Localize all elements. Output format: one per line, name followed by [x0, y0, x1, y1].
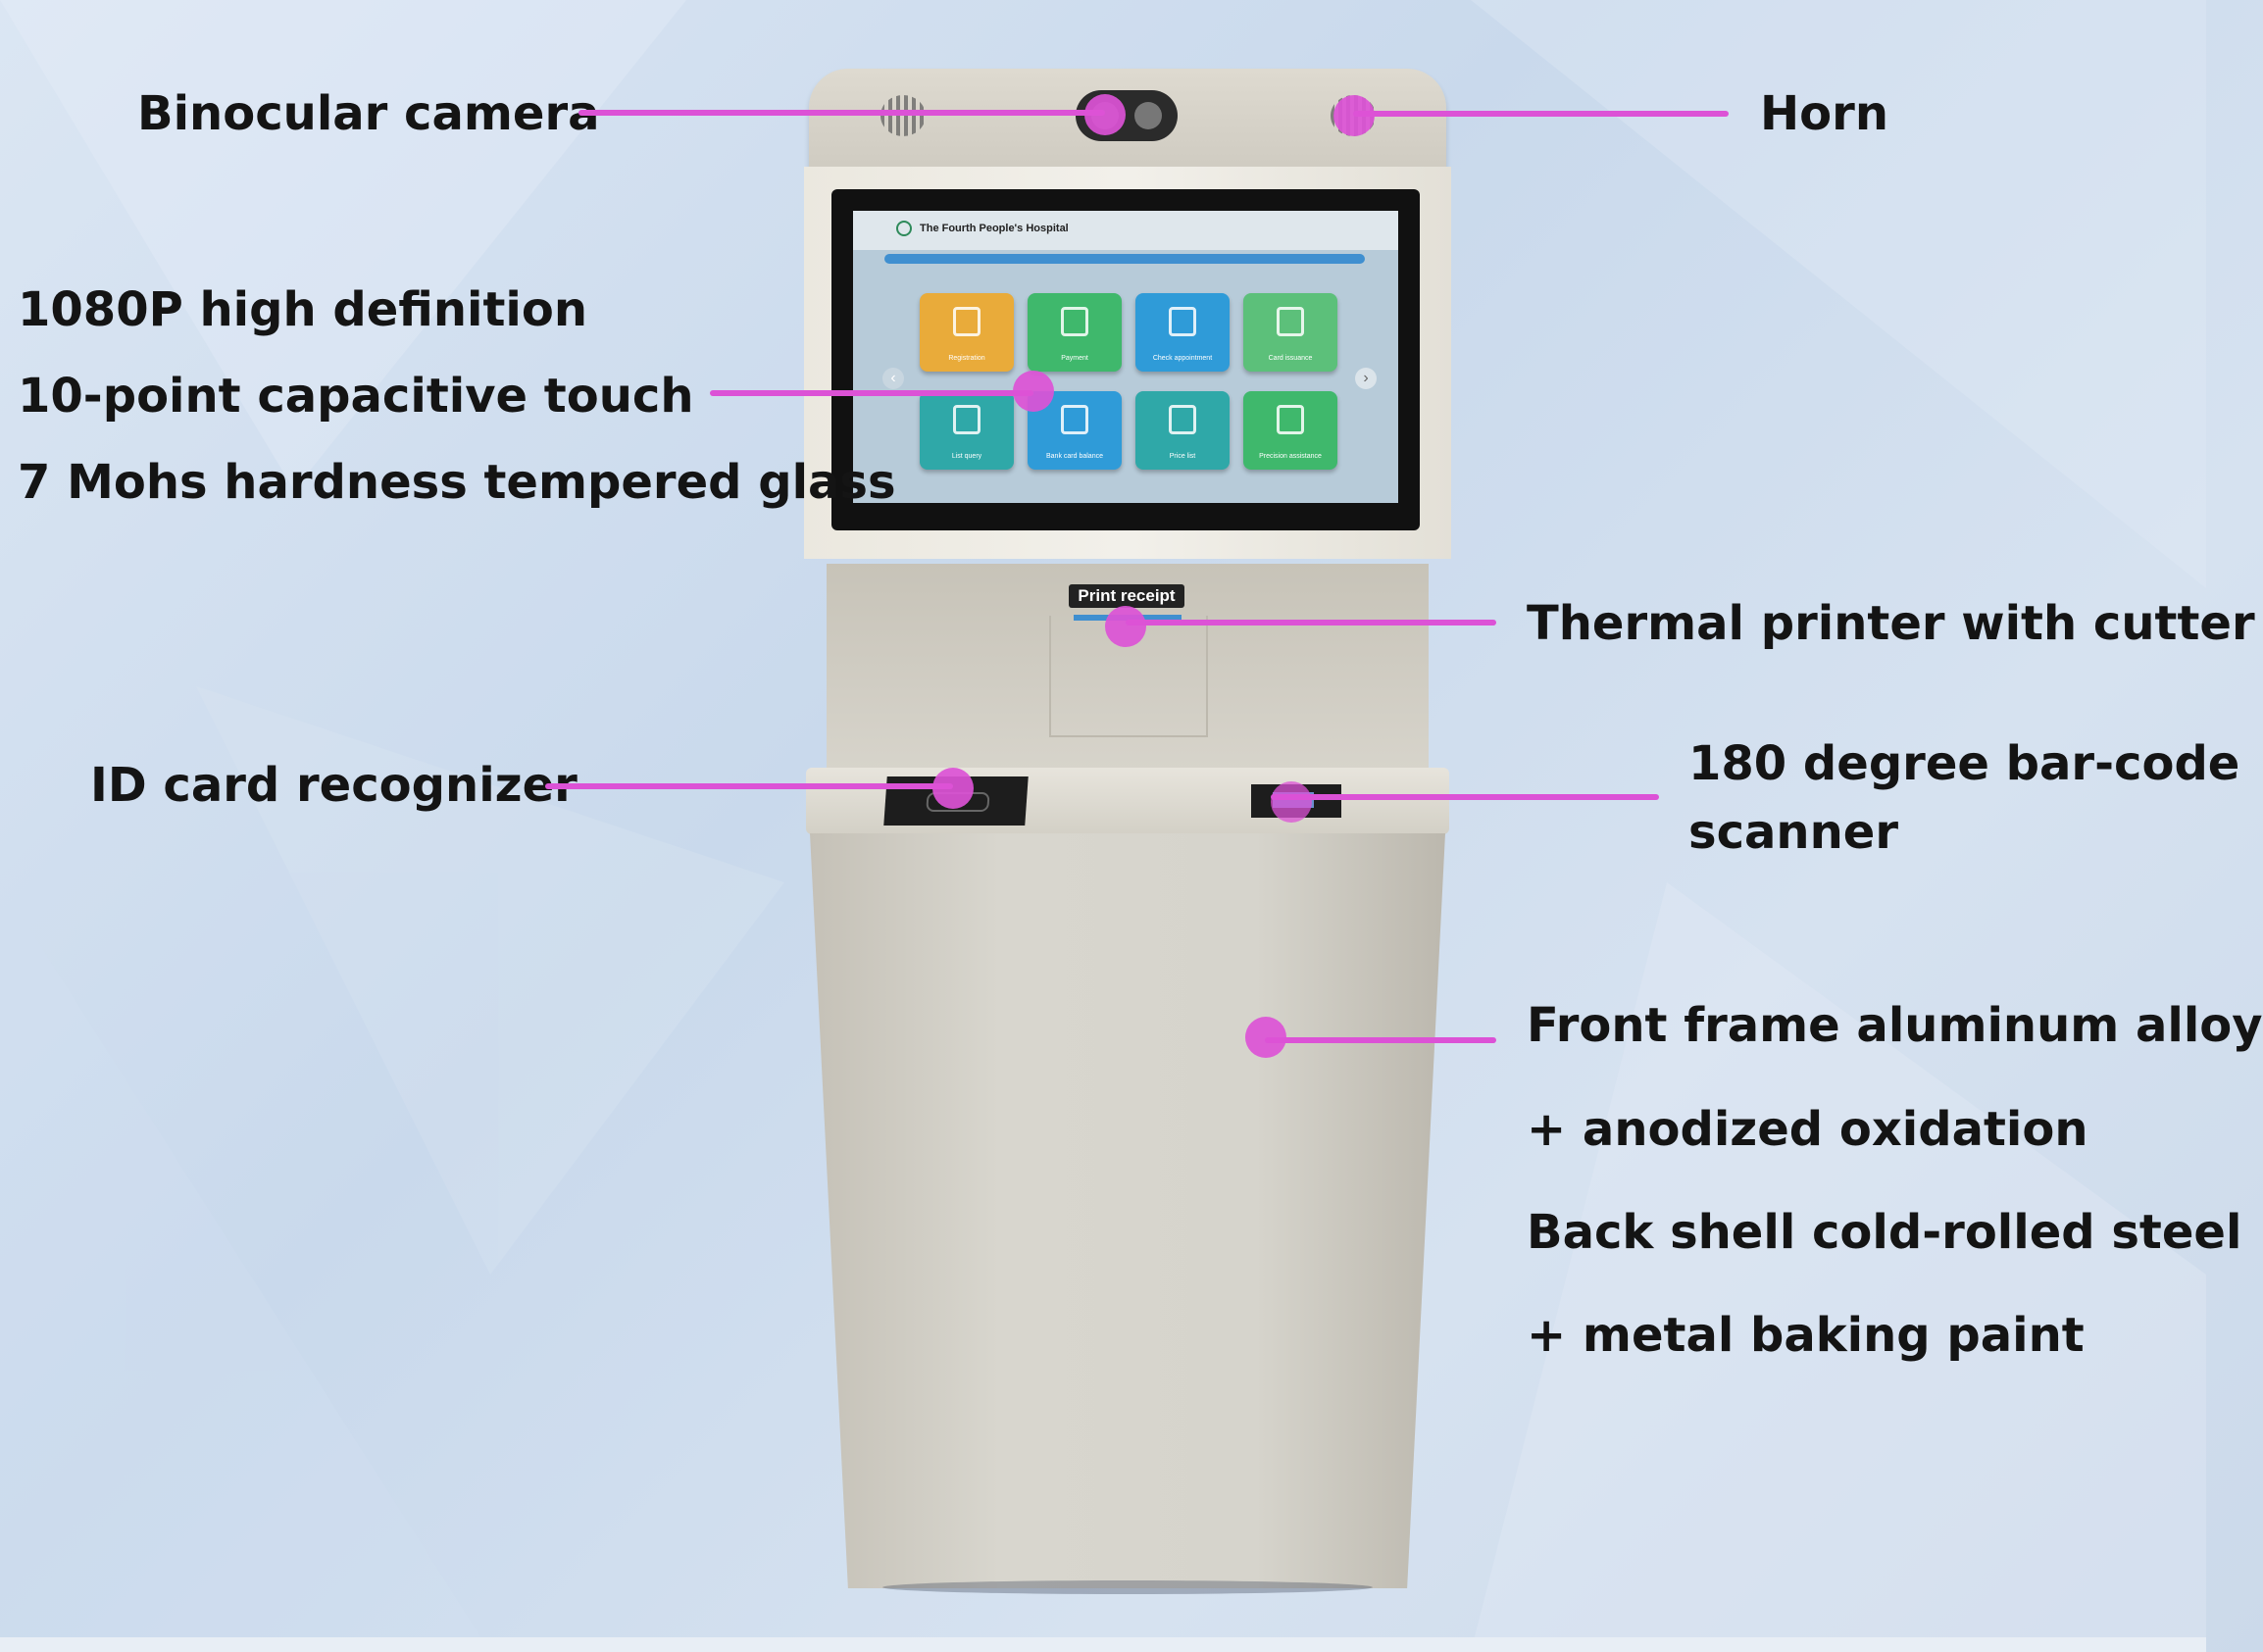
floor-strip	[0, 1637, 2206, 1652]
tile-registration[interactable]: Registration	[920, 293, 1014, 372]
display-leader	[710, 390, 1033, 396]
id-card-marker	[932, 768, 974, 809]
thermal-printer-leader	[1126, 620, 1496, 626]
tile-precision-assistance[interactable]: Precision assistance	[1243, 391, 1337, 470]
left-speaker-grill-icon	[880, 95, 926, 136]
hospital-name: The Fourth People's Hospital	[920, 223, 1069, 234]
card-icon	[1277, 307, 1304, 336]
kiosk-shadow	[882, 1580, 1373, 1594]
id-card-leader	[545, 783, 953, 789]
printer-door	[1049, 616, 1208, 737]
barcode-scanner-label-line-2: scanner	[1688, 805, 1898, 860]
next-arrow-icon[interactable]: ›	[1355, 368, 1377, 389]
doctor-icon	[953, 307, 981, 336]
binocular-camera-marker	[1084, 94, 1126, 135]
screen-header	[853, 211, 1398, 250]
touch-screen[interactable]: The Fourth People's Hospital Registratio…	[831, 189, 1420, 530]
binocular-camera-leader	[578, 110, 1105, 116]
bill-icon	[1061, 307, 1088, 336]
horn-leader	[1353, 111, 1729, 117]
tile-check-appointment[interactable]: Check appointment	[1135, 293, 1230, 372]
frame-spec-line-2: + anodized oxidation	[1527, 1102, 2088, 1157]
barcode-scanner-leader	[1271, 794, 1659, 800]
tile-card-issuance[interactable]: Card issuance	[1243, 293, 1337, 372]
hospital-logo-icon	[896, 221, 912, 236]
print-receipt-label: Print receipt	[1078, 586, 1176, 605]
id-card-recognizer-label: ID card recognizer	[90, 758, 578, 813]
screen-content: The Fourth People's Hospital Registratio…	[853, 211, 1398, 503]
thermal-printer-label: Thermal printer with cutter	[1527, 596, 2255, 651]
horn-marker	[1333, 95, 1375, 136]
price-icon	[1169, 405, 1196, 434]
heart-plus-icon	[1277, 405, 1304, 434]
list-icon	[953, 405, 981, 434]
frame-spec-line-4: + metal baking paint	[1527, 1308, 2085, 1363]
display-spec-line-2: 10-point capacitive touch	[18, 369, 694, 424]
display-spec-line-1: 1080P high definition	[18, 282, 588, 337]
frame-marker	[1245, 1017, 1286, 1058]
thermal-printer-marker	[1105, 606, 1146, 647]
tile-list-query[interactable]: List query	[920, 391, 1014, 470]
display-marker	[1013, 371, 1054, 412]
barcode-scanner-label-line-1: 180 degree bar-code	[1688, 736, 2240, 791]
tile-payment[interactable]: Payment	[1028, 293, 1122, 372]
tile-price-list[interactable]: Price list	[1135, 391, 1230, 470]
frame-leader	[1265, 1037, 1496, 1043]
background-facets	[0, 686, 784, 1652]
print-receipt-label-box: Print receipt	[1069, 584, 1184, 608]
frame-spec-line-3: Back shell cold-rolled steel	[1527, 1205, 2242, 1260]
horn-label: Horn	[1760, 86, 1888, 141]
frame-spec-line-1: Front frame aluminum alloy	[1527, 998, 2263, 1053]
bank-card-icon	[1061, 405, 1088, 434]
kiosk-cabinet	[810, 833, 1445, 1588]
barcode-scanner-marker	[1271, 781, 1312, 823]
binocular-camera-label: Binocular camera	[137, 86, 600, 141]
progress-breadcrumb	[884, 254, 1365, 264]
display-spec-line-3: 7 Mohs hardness tempered glass	[18, 455, 896, 510]
appointment-icon	[1169, 307, 1196, 336]
prev-arrow-icon[interactable]: ‹	[882, 368, 904, 389]
